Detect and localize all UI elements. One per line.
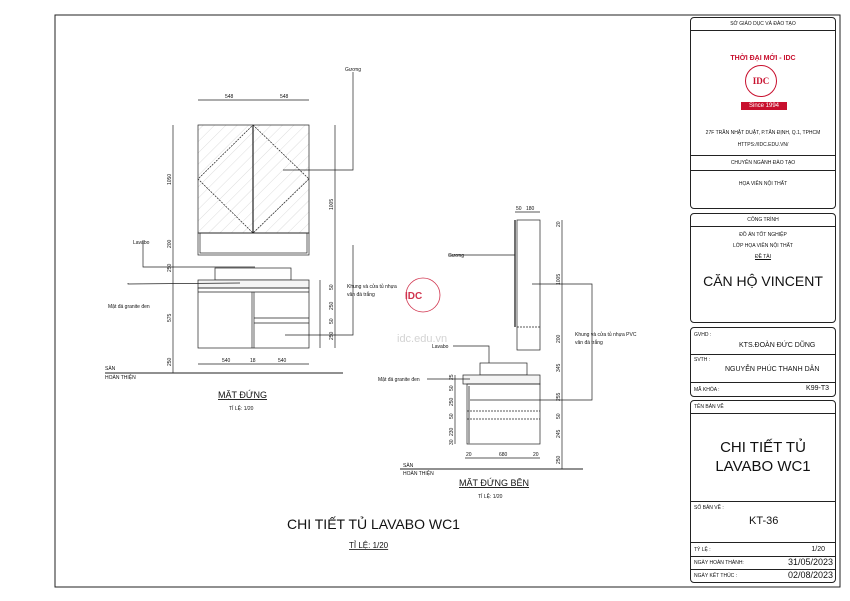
side-view-scale: TỈ LỆ: 1/20 <box>478 492 503 500</box>
side-elevation <box>400 211 593 470</box>
svg-text:245: 245 <box>556 429 562 438</box>
drawing-frame <box>54 14 841 588</box>
sheet-name-2: LAVABO WC1 <box>715 458 811 475</box>
sheet-name-1: CHI TIẾT TỦ <box>720 439 806 456</box>
svg-text:1050: 1050 <box>167 174 173 185</box>
label-frame: Khung và cửa tủ nhựa <box>347 283 397 290</box>
svg-text:50: 50 <box>449 413 455 419</box>
svg-text:20: 20 <box>556 221 562 227</box>
svg-text:230: 230 <box>449 427 455 436</box>
svg-text:250: 250 <box>556 455 562 464</box>
front-elevation <box>105 72 354 374</box>
sink <box>214 267 292 281</box>
svg-text:345: 345 <box>556 363 562 372</box>
title-block-school: SỞ GIÁO DỤC VÀ ĐÀO TẠO THỜI ĐẠI MỚI - ID… <box>690 17 836 209</box>
label-lavabo: Lavabo <box>133 240 150 246</box>
svg-text:SÀN: SÀN <box>403 462 414 469</box>
side-labels: Gương Lavabo Mặt đá granite đen Khung và… <box>378 206 637 500</box>
drawing-title: CHI TIẾT TỦ LAVABO WC1 <box>287 515 460 532</box>
svg-text:250: 250 <box>329 301 335 310</box>
svg-text:20: 20 <box>533 452 539 458</box>
title-block-project: CÔNG TRÌNH ĐỒ ÁN TỐT NGHIỆP LỚP HỌA VIÊN… <box>690 213 836 323</box>
svg-text:30: 30 <box>449 439 455 445</box>
svg-text:25: 25 <box>449 374 455 380</box>
svg-text:250: 250 <box>329 331 335 340</box>
svg-text:IDC: IDC <box>405 291 422 302</box>
front-view-scale: TỈ LỆ: 1/20 <box>229 404 254 412</box>
watermark-text: idc.edu.vn <box>397 333 447 345</box>
svg-text:200: 200 <box>167 239 173 248</box>
svg-text:250: 250 <box>167 357 173 366</box>
title-block-sheet: TÊN BẢN VẼ CHI TIẾT TỦ LAVABO WC1 SỐ BẢN… <box>690 400 836 583</box>
svg-text:548: 548 <box>225 94 234 100</box>
svg-text:1005: 1005 <box>556 274 562 285</box>
svg-text:vân đá trắng: vân đá trắng <box>575 339 603 346</box>
svg-text:50: 50 <box>329 318 335 324</box>
svg-text:HOÀN THIỆN: HOÀN THIỆN <box>403 469 434 477</box>
side-view-title: MẶT ĐỨNG BÊN <box>459 478 529 488</box>
svg-text:200: 200 <box>556 334 562 343</box>
title-block-people: GVHD : KTS.ĐOÀN ĐỨC DŨNG SVTH : NGUYỄN P… <box>690 327 836 397</box>
idc-logo: IDC <box>745 65 777 97</box>
svg-text:50: 50 <box>556 413 562 419</box>
svg-text:540: 540 <box>222 358 231 364</box>
countertop <box>197 279 310 289</box>
svg-text:1005: 1005 <box>329 199 335 210</box>
front-labels: Gương Lavabo Mặt đá granite đen Khung và… <box>105 67 397 412</box>
svg-text:255: 255 <box>556 392 562 401</box>
brand-name: THỜI ĐẠI MỚI - IDC <box>730 55 796 62</box>
svg-text:50: 50 <box>329 284 335 290</box>
svg-text:SÀN: SÀN <box>105 365 116 372</box>
svg-text:540: 540 <box>278 358 287 364</box>
website: HTTPS://IDC.EDU.VN/ <box>737 142 789 148</box>
label-granite: Mặt đá granite đen <box>108 304 150 310</box>
svg-text:50: 50 <box>516 206 522 212</box>
svg-text:Gương: Gương <box>448 253 464 259</box>
svg-text:Mặt đá granite đen: Mặt đá granite đen <box>378 377 420 383</box>
svg-text:50: 50 <box>449 385 455 391</box>
front-view-title: MẶT ĐỨNG <box>218 390 267 400</box>
sheet-number: KT-36 <box>749 515 779 527</box>
svg-text:250: 250 <box>167 263 173 272</box>
svg-text:Khung và cửa tủ nhựa PVC: Khung và cửa tủ nhựa PVC <box>575 331 637 338</box>
svg-text:Lavabo: Lavabo <box>432 344 449 350</box>
svg-text:250: 250 <box>449 397 455 406</box>
mirror-diamond <box>197 124 310 234</box>
address: 27F TRẦN NHẬT DUẬT, P.TÂN ĐỊNH, Q.1, TPH… <box>705 130 821 136</box>
since-badge: Since 1994 <box>741 102 787 110</box>
svg-text:180: 180 <box>526 206 535 212</box>
svg-text:575: 575 <box>167 313 173 322</box>
svg-text:HOÀN THIỆN: HOÀN THIỆN <box>105 373 136 381</box>
label-mirror: Gương <box>345 67 361 73</box>
svg-text:680: 680 <box>499 452 508 458</box>
label-frame-2: vân đá trắng <box>347 291 375 298</box>
svg-text:548: 548 <box>280 94 289 100</box>
side-sink <box>479 362 528 376</box>
project-name: CĂN HỘ VINCENT <box>703 273 823 289</box>
drawing-scale: TỈ LỆ: 1/20 <box>349 541 389 550</box>
idc-watermark: IDC idc.edu.vn <box>397 277 447 345</box>
svg-text:20: 20 <box>466 452 472 458</box>
svg-text:18: 18 <box>250 358 256 364</box>
